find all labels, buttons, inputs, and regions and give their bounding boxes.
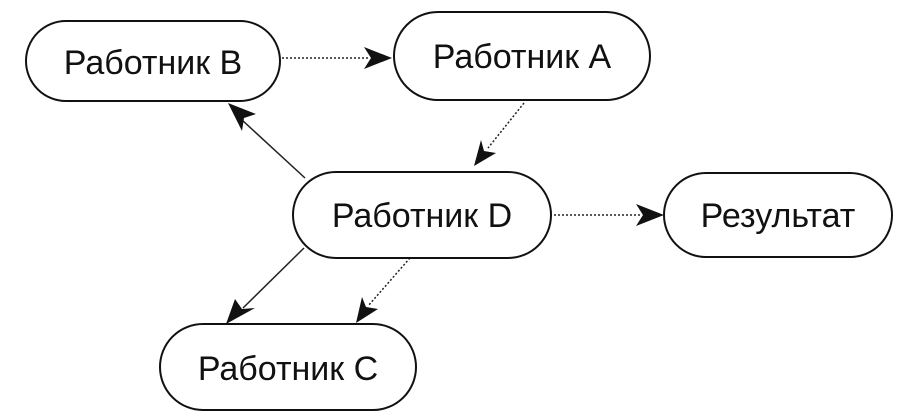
edge-d-to-c-left-arrowhead xyxy=(226,299,255,324)
node-worker-d-label: Работник D xyxy=(332,197,512,235)
node-worker-c: Работник С xyxy=(159,323,417,411)
edge-d-to-c-right-arrowhead xyxy=(356,297,378,323)
edge-d-to-b-arrowhead xyxy=(228,103,256,131)
edge-d-to-c-left xyxy=(242,247,305,309)
node-worker-b: Работник В xyxy=(25,20,281,102)
edge-a-to-d xyxy=(487,102,525,149)
edge-d-to-result-arrowhead xyxy=(636,204,664,226)
node-worker-a: Работник А xyxy=(393,11,651,101)
edge-b-to-a-arrowhead xyxy=(364,47,392,69)
edge-a-to-d-arrowhead xyxy=(474,140,496,166)
edges xyxy=(226,47,664,324)
node-worker-d: Работник D xyxy=(292,171,552,259)
node-result-label: Результат xyxy=(701,197,856,235)
edge-d-to-c-right xyxy=(367,257,411,307)
node-worker-b-label: Работник В xyxy=(64,44,242,82)
edge-d-to-b xyxy=(241,119,306,179)
node-worker-a-label: Работник А xyxy=(433,38,612,76)
node-worker-c-label: Работник С xyxy=(198,350,378,388)
node-result: Результат xyxy=(663,172,893,258)
